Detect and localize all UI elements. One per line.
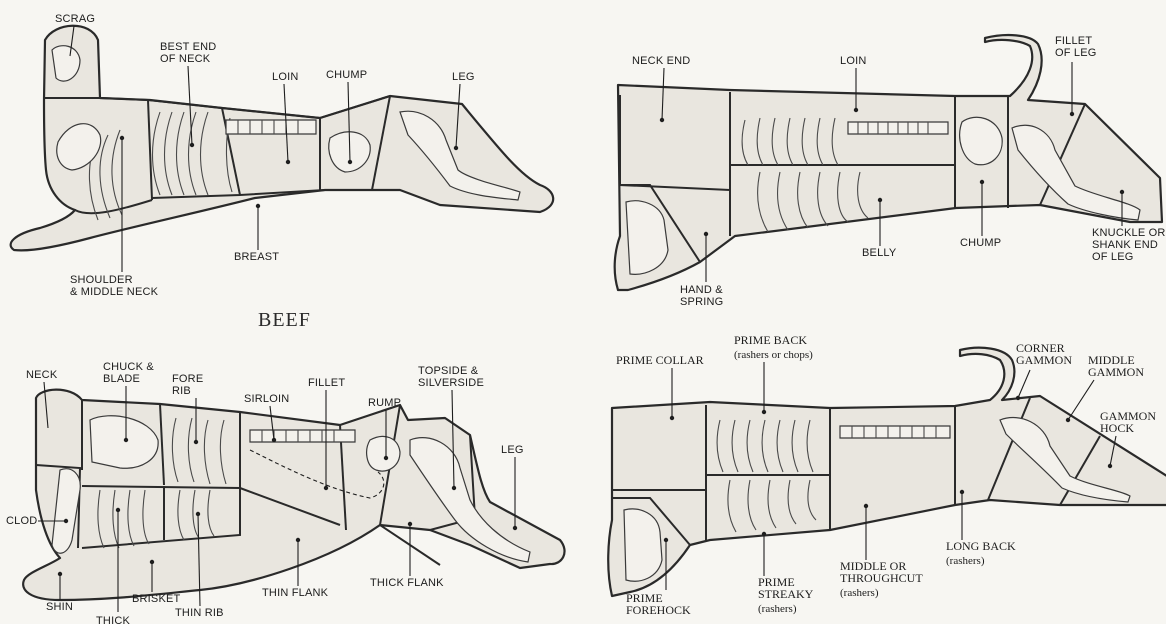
label-long-back: LONG BACK xyxy=(946,539,1016,553)
label-middle-sub: (rashers) xyxy=(840,587,879,599)
beef-heading: BEEF xyxy=(258,309,311,331)
label-rump: RUMP xyxy=(368,397,401,409)
label-leg: LEG xyxy=(501,444,524,456)
lamb-carcass xyxy=(11,26,554,251)
label-breast: BREAST xyxy=(234,251,279,263)
label-neck: NECK xyxy=(26,369,58,381)
label-scrag: SCRAG xyxy=(55,13,95,25)
label-brisket: BRISKET xyxy=(132,593,181,605)
label-thick-flank: THICK FLANK xyxy=(370,577,444,589)
label-topside: TOPSIDE &SILVERSIDE xyxy=(418,365,484,389)
label-chump: CHUMP xyxy=(960,237,1001,249)
beef-carcass xyxy=(23,390,564,600)
label-neck-end: NECK END xyxy=(632,55,690,67)
label-prime-back-sub: (rashers or chops) xyxy=(734,349,813,361)
label-loin: LOIN xyxy=(272,71,298,83)
label-prime-streaky-sub: (rashers) xyxy=(758,603,797,615)
label-prime-collar: PRIME COLLAR xyxy=(616,353,704,367)
label-thin-flank: THIN FLANK xyxy=(262,587,329,599)
label-belly: BELLY xyxy=(862,247,897,259)
label-long-back-sub: (rashers) xyxy=(946,555,985,567)
label-clod: CLOD xyxy=(6,515,37,527)
label-thin-rib: THIN RIB xyxy=(175,607,224,619)
label-thick-rib: THICK xyxy=(96,615,130,624)
label-leg: LEG xyxy=(452,71,475,83)
label-prime-back: PRIME BACK xyxy=(734,333,807,347)
label-shin: SHIN xyxy=(46,601,73,613)
label-fillet: FILLET xyxy=(308,377,345,389)
label-chuck: CHUCK &BLADE xyxy=(103,361,154,385)
label-loin: LOIN xyxy=(840,55,866,67)
label-hand-spring: HAND &SPRING xyxy=(680,284,723,308)
label-sirloin: SIRLOIN xyxy=(244,393,289,405)
label-shoulder: SHOULDER& MIDDLE NECK xyxy=(70,274,159,298)
label-chump: CHUMP xyxy=(326,69,367,81)
